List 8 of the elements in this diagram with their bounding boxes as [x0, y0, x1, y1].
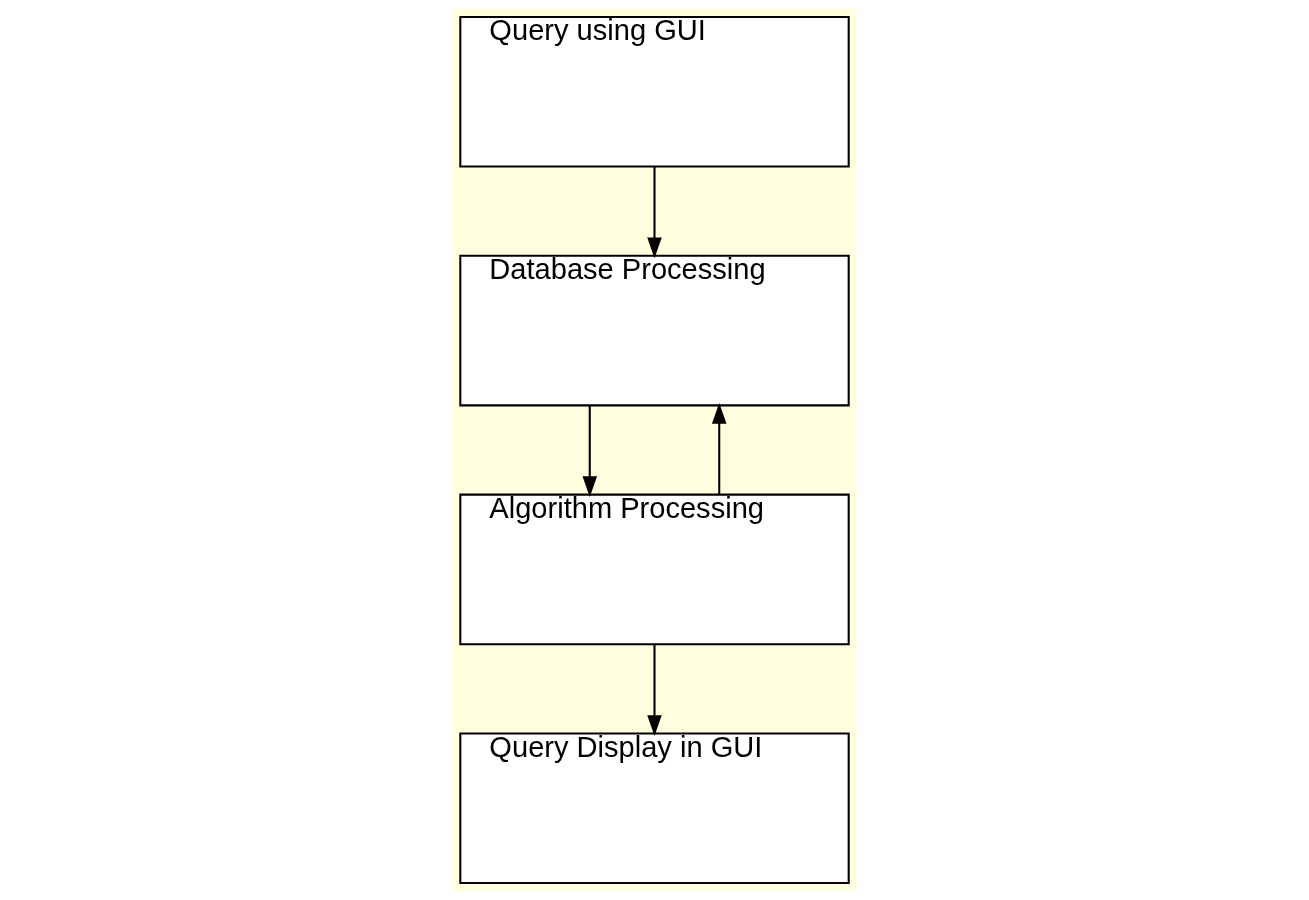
node-box: Query Display in GUI: [459, 732, 850, 885]
node-box: Query using GUI: [459, 15, 850, 168]
arrow: [582, 405, 598, 498]
arrow: [647, 644, 662, 736]
arrow: [711, 402, 727, 495]
node-box: Database Processing: [459, 254, 850, 407]
node-box: Algorithm Processing: [459, 493, 850, 646]
arrow: [647, 166, 662, 259]
